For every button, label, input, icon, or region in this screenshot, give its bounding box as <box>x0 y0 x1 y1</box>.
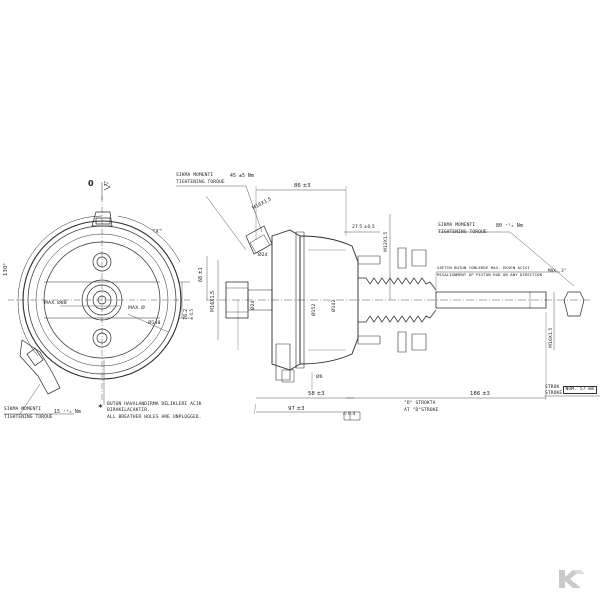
dimension-68-label: 68 ±1 <box>199 267 204 282</box>
angle-x-label: "X" <box>152 229 163 235</box>
dimension-186-label: 186 ±3 <box>470 391 490 397</box>
stroke-label-en: STROKE <box>545 391 563 396</box>
dimension-58-label: 58 ±3 <box>308 391 325 397</box>
rod-torque-label-tr: SIKMA MOMENTI <box>438 223 476 228</box>
kramp-logo <box>559 570 585 588</box>
front-view <box>4 182 190 414</box>
misalignment-value: MAX. 3° <box>548 268 567 273</box>
side-torque-value: 45 ±5 Nm <box>230 174 254 179</box>
diameter-152-label: Ø152 <box>312 303 317 316</box>
angle-130-label: 130° <box>3 263 9 276</box>
stroke-value: NOM. 57 mm <box>563 386 597 394</box>
dimension-27-label: 27.5 ±0.5 <box>352 225 375 230</box>
diameter-148-label: Ø148 <box>148 321 161 326</box>
breather-note-tr-2: BIRAKILACAKTIR. <box>107 408 150 413</box>
rod-torque-label-en: TIGHTENING TORQUE <box>438 230 487 235</box>
thread-m16-side-label: M16X1.5 <box>211 290 216 312</box>
direction-arrow-icon: ▷ <box>104 180 109 187</box>
front-torque-label-tr: SIKMA MOMENTI <box>4 407 42 412</box>
max-diameter-b-label: MAX. Ø <box>128 306 145 311</box>
dimension-86-label: 86 ±3 <box>294 183 311 189</box>
thread-m16-rod-label: M16X1.5 <box>549 327 554 348</box>
misalignment-label-en: MISALIGNMENT OF PISTON ROD ON ANY DIRECT… <box>437 272 543 277</box>
front-torque-label-en: TIGHTENING TORQUE <box>4 415 53 420</box>
side-view <box>176 186 600 420</box>
rod-torque-value: 80 ⁺⁵₀ Nm <box>496 224 523 229</box>
front-torque-value: 15 ⁺³₀ Nm <box>54 410 81 415</box>
stroke-label-tr: STROK <box>545 385 560 390</box>
max-diameter-label: MAX. Ø88 <box>44 301 67 306</box>
misalignment-label-tr: SAFTIN BUTUN YONLERDE MAX. EKSEN ACISI <box>437 265 530 270</box>
breather-note-tr-1: BUTUN HAVALANDIRMA DELIKLERI ACIK <box>107 402 202 407</box>
flatness-tolerance-label: ⏥ 0.4 <box>343 412 356 417</box>
breather-note-en: ALL BREATHER HOLES ARE UNPLUGGED. <box>107 415 202 420</box>
stroke-note-en: AT "D"STROKE <box>404 408 439 413</box>
stroke-note-tr: "D" STROKTA <box>404 401 436 406</box>
diameter-24b-label: Ø24 <box>251 300 256 310</box>
angle-zero-label: 0 <box>88 179 94 188</box>
side-torque-label-en: TIGHTENING TORQUE <box>176 180 225 185</box>
diameter-6-label: Ø6 <box>316 375 323 380</box>
breather-note-star: * <box>98 403 103 412</box>
diameter-24-label: Ø24 <box>258 253 268 258</box>
diameter-142-label: Ø142 <box>332 299 337 312</box>
thread-m12-label: M12X1.5 <box>384 231 389 252</box>
dimension-76-tolerance: ± 0.5 <box>189 309 194 320</box>
dimension-97-label: 97 ±3 <box>288 406 305 412</box>
side-torque-label-tr: SIKMA MOMENTI <box>176 173 214 178</box>
